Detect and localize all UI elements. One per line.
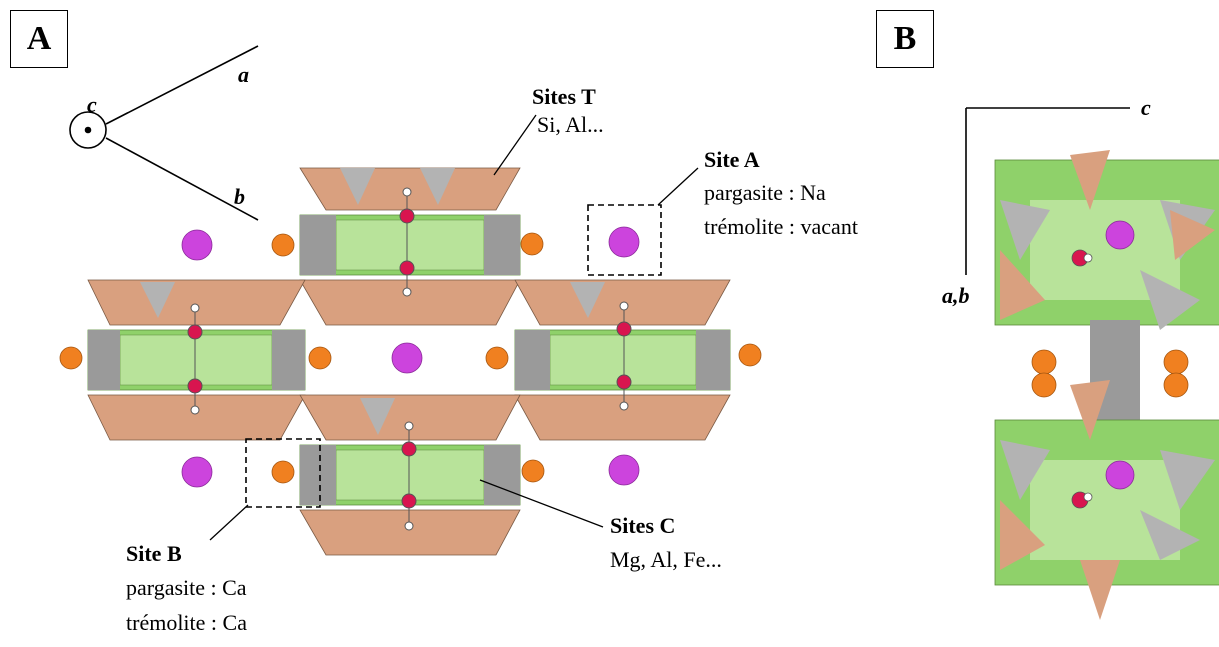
axis-label-b: b — [234, 184, 245, 209]
axis-indicator-a — [69, 45, 259, 221]
axis-label-c-panel-b: c — [1141, 95, 1151, 120]
axis-indicator-b — [965, 107, 1130, 275]
structure-panel-a — [59, 114, 762, 556]
axis-label-c: c — [87, 92, 97, 117]
sites-c-elements: Mg, Al, Fe... — [610, 547, 722, 572]
axis-label-ab-panel-b: a,b — [942, 283, 970, 308]
panel-b-label: B — [876, 10, 934, 68]
sites-c-title: Sites C — [610, 513, 676, 538]
site-a-line1: pargasite : Na — [704, 180, 826, 205]
site-b-atoms — [59, 232, 762, 484]
ribbon-bottom — [299, 394, 521, 556]
site-a-atoms — [181, 226, 640, 488]
leader-lines — [209, 114, 699, 541]
ribbon-top — [299, 167, 521, 326]
sites-t-title: Sites T — [532, 84, 596, 109]
site-a-line2: trémolite : vacant — [704, 214, 858, 239]
hydroxyl-groups — [187, 187, 632, 531]
structure-panel-b — [965, 107, 1219, 620]
site-a-highlight-box — [587, 204, 662, 276]
ribbon-left — [87, 279, 306, 441]
site-b-highlight-box — [245, 438, 321, 508]
site-b-title: Site B — [126, 541, 182, 566]
panel-a-label: A — [10, 10, 68, 68]
sites-t-elements: Si, Al... — [537, 112, 604, 137]
ribbon-right — [514, 279, 731, 441]
site-a-title: Site A — [704, 147, 760, 172]
site-b-line2: trémolite : Ca — [126, 610, 247, 635]
axis-label-a: a — [238, 62, 249, 87]
site-b-line1: pargasite : Ca — [126, 575, 247, 600]
